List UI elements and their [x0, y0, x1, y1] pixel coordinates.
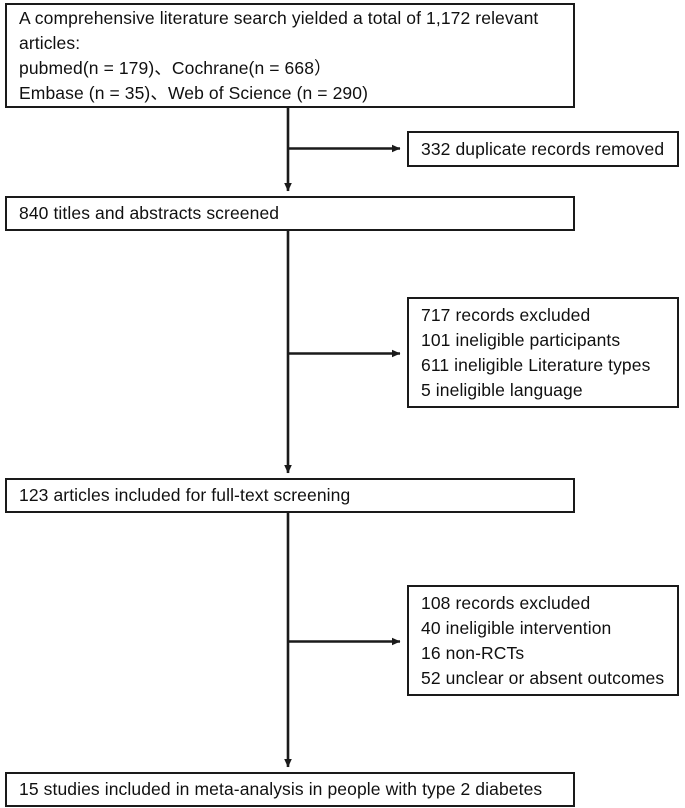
- records-excluded-screening-line-1: 717 records excluded: [421, 304, 591, 325]
- records-identified-box: A comprehensive literature search yielde…: [5, 3, 575, 108]
- records-excluded-fulltext-line-3: 16 non-RCTs: [421, 642, 525, 663]
- records-excluded-screening-line-4: 5 ineligible language: [421, 379, 583, 400]
- records-identified-line-1: A comprehensive literature search yielde…: [19, 7, 539, 28]
- records-excluded-fulltext-line-1: 108 records excluded: [421, 592, 591, 613]
- records-excluded-screening-line-2: 101 ineligible participants: [421, 329, 621, 350]
- full-text-screening-line-1: 123 articles included for full-text scre…: [19, 485, 351, 505]
- titles-abstracts-screened-line-1: 840 titles and abstracts screened: [19, 203, 280, 223]
- records-excluded-fulltext-line-4: 52 unclear or absent outcomes: [421, 667, 665, 688]
- studies-included-box: 15 studies included in meta-analysis in …: [5, 772, 575, 807]
- titles-abstracts-screened-box: 840 titles and abstracts screened: [5, 196, 575, 231]
- records-identified-line-2: articles:: [19, 32, 81, 53]
- records-identified-line-3: pubmed(n = 179)、Cochrane(n = 668）: [19, 57, 332, 78]
- full-text-screening-box: 123 articles included for full-text scre…: [5, 478, 575, 513]
- records-excluded-screening-line-3: 611 ineligible Literature types: [421, 354, 651, 375]
- duplicates-removed-box: 332 duplicate records removed: [407, 131, 679, 167]
- records-excluded-fulltext-line-2: 40 ineligible intervention: [421, 617, 612, 638]
- records-excluded-fulltext-box: 108 records excluded 40 ineligible inter…: [407, 585, 679, 696]
- records-excluded-screening-box: 717 records excluded 101 ineligible part…: [407, 297, 679, 408]
- duplicates-removed-line-1: 332 duplicate records removed: [421, 138, 665, 159]
- records-identified-line-4: Embase (n = 35)、Web of Science (n = 290): [19, 82, 368, 103]
- studies-included-line-1: 15 studies included in meta-analysis in …: [19, 779, 543, 799]
